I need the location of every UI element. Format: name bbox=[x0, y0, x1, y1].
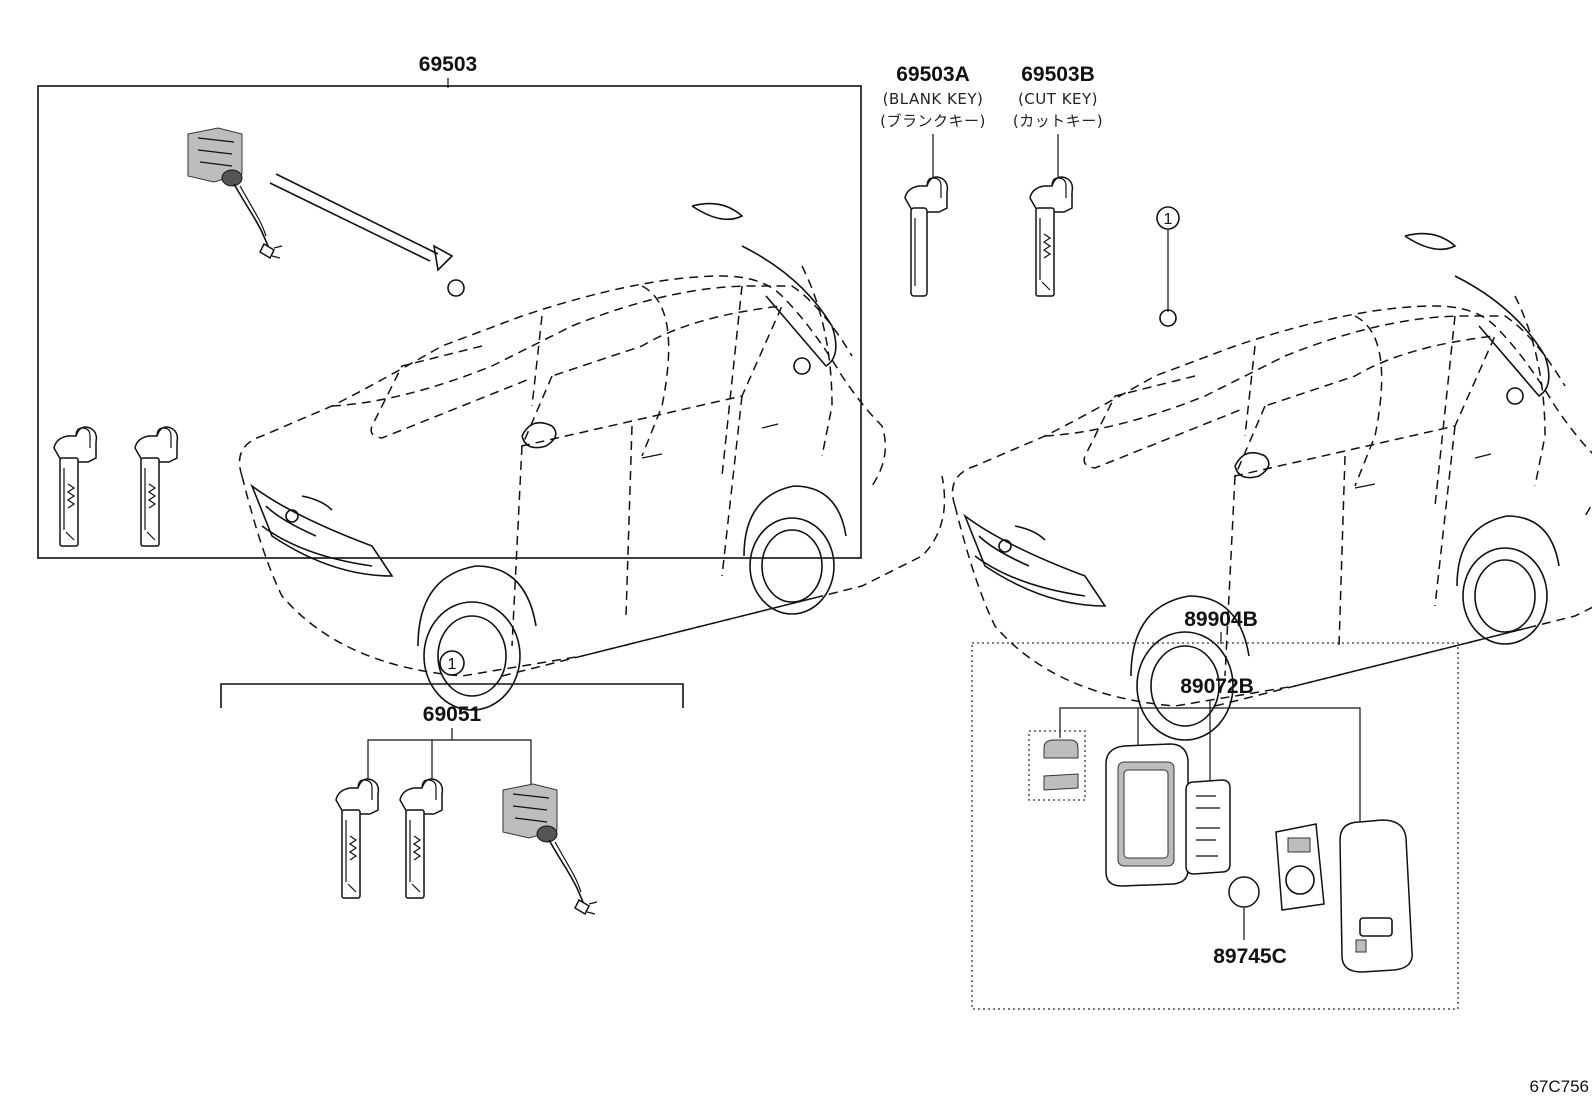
cut-key-icon bbox=[335, 778, 380, 899]
part-number-89745C: 89745C bbox=[1213, 945, 1287, 968]
part-number-69051: 69051 bbox=[423, 703, 482, 726]
cut-key-icon bbox=[1029, 176, 1074, 297]
part-number-89904B: 89904B bbox=[1184, 608, 1258, 631]
reference-circle-1 bbox=[1156, 206, 1180, 230]
part-number-69503A: 69503A bbox=[896, 63, 970, 86]
label-blank-key-en: (BLANK KEY) bbox=[883, 90, 984, 108]
svg-text:1: 1 bbox=[448, 656, 457, 673]
battery-holder bbox=[1275, 823, 1325, 911]
part-number-69503: 69503 bbox=[419, 53, 477, 76]
cut-key-icon bbox=[53, 426, 98, 547]
lock-cylinder-icon bbox=[187, 127, 283, 259]
group-box-69503 bbox=[37, 85, 862, 559]
battery-coin bbox=[1228, 876, 1260, 908]
diagram-code: 67C756 bbox=[1529, 1077, 1589, 1096]
label-cut-key-jp: (カットキー) bbox=[1013, 112, 1103, 130]
circuit-board bbox=[1185, 779, 1231, 875]
label-cut-key-en: (CUT KEY) bbox=[1018, 90, 1098, 108]
cut-key-icon bbox=[134, 426, 179, 547]
part-number-69503B: 69503B bbox=[1021, 63, 1095, 86]
car-illustration-left bbox=[238, 202, 946, 711]
reference-circle-1 bbox=[439, 650, 465, 676]
group-box-89904B bbox=[971, 642, 1459, 1010]
cut-key-icon bbox=[399, 778, 444, 899]
lock-cylinder-icon bbox=[502, 783, 598, 915]
label-blank-key-jp: (ブランクキー) bbox=[880, 112, 986, 130]
car-illustration-right bbox=[951, 232, 1592, 741]
svg-text:1: 1 bbox=[1164, 211, 1173, 228]
button-pad-frame bbox=[1028, 730, 1086, 801]
blank-key-icon bbox=[904, 176, 949, 297]
part-number-89072B: 89072B bbox=[1180, 675, 1254, 698]
key-fob-shell bbox=[1339, 819, 1413, 973]
